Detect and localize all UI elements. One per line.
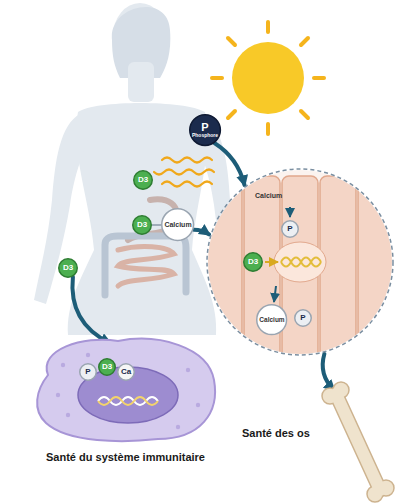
- cytoplasm-dot: [196, 403, 200, 407]
- calcium-circle: Calcium: [256, 304, 287, 335]
- phosphorus-circle: P: [281, 220, 299, 238]
- dna-strand: [281, 258, 321, 267]
- large-intestine: [105, 236, 186, 295]
- node-label: D3: [248, 258, 258, 266]
- nucleus: [274, 242, 326, 282]
- node-label: Santé des os: [242, 428, 310, 440]
- node-label: D3: [138, 176, 148, 184]
- bone: Santé des os: [240, 378, 395, 500]
- phosphorus-circle-shape: [295, 310, 312, 327]
- small-intestine: [118, 247, 174, 286]
- calcium-circle-shape: [162, 209, 194, 241]
- neck: [128, 62, 154, 102]
- sun: [212, 22, 324, 134]
- calcium-entry-arrow: [289, 207, 291, 217]
- vitamin-arrow: [265, 261, 278, 263]
- calcium-exit-arrow: [274, 286, 276, 302]
- bone-symbol: [322, 382, 394, 502]
- ray: [314, 76, 324, 80]
- dna-strand: [98, 397, 158, 405]
- calcium-circle: Calcium: [161, 208, 194, 241]
- phosphorus-circle: P: [294, 309, 312, 327]
- epithelial-cell: [358, 176, 394, 366]
- epithelial-cell: [206, 176, 242, 366]
- vitamin-d-circle-shape: [134, 171, 153, 190]
- ray: [301, 111, 308, 118]
- connector-arrow: [152, 224, 161, 226]
- immune-cell-body: [37, 339, 215, 441]
- cell-section-outline: [207, 169, 393, 355]
- sunlight-waves: [154, 158, 214, 187]
- vitamin-d-circle: D3: [132, 215, 152, 235]
- bone-shaft: [336, 394, 380, 490]
- ray: [301, 38, 308, 45]
- cytoplasm-dot: [56, 393, 60, 397]
- phosphorus-circle-shape: [282, 221, 299, 238]
- calcium-circle-shape: [257, 305, 287, 335]
- ray: [266, 22, 270, 32]
- vitamin-d-circle: D3: [243, 252, 263, 272]
- immune-cell-outline: [28, 335, 223, 470]
- vitamin-d-circle-shape: [99, 359, 116, 376]
- cytoplasm-dot: [66, 413, 70, 417]
- vitamin-d-circle-shape: [59, 259, 78, 278]
- vitamin-d-circle: D3: [133, 170, 153, 190]
- vitamin-d-circle-shape: [244, 253, 263, 272]
- node-label: P: [287, 225, 292, 233]
- connector-arrow: [72, 277, 110, 343]
- sun-rays: [212, 22, 324, 134]
- node-label: Calcium: [259, 317, 284, 324]
- phosphorus-circle: PPhosphore: [189, 114, 221, 146]
- sun-disc: [232, 42, 304, 114]
- node-label: D3: [63, 264, 73, 272]
- calcium-ion-circle-shape: [118, 364, 135, 381]
- cytoplasm-dot: [61, 363, 65, 367]
- cytoplasm-dot: [86, 353, 90, 357]
- dna-strand: [281, 258, 321, 267]
- cell-ground: [200, 165, 400, 365]
- node-label: Calcium: [255, 192, 282, 199]
- cytoplasm-dot: [186, 368, 190, 372]
- epithelial-cell: [320, 176, 356, 366]
- connector-arrow: [194, 230, 209, 235]
- phosphorus-circle: P: [79, 363, 97, 381]
- node-label: Ca: [121, 368, 131, 376]
- node-label: P: [85, 368, 90, 376]
- phosphorus-circle-shape: [190, 115, 221, 146]
- wave: [162, 182, 212, 187]
- vitamin-d-circle: D3: [58, 258, 78, 278]
- node-label: P: [300, 314, 305, 322]
- node-label: Calcium: [164, 221, 191, 228]
- node-label: Santé du système immunitaire: [46, 452, 205, 464]
- node-label: P: [201, 122, 208, 134]
- ray: [228, 38, 235, 45]
- cell-section: CalciumPD3CalciumP: [205, 167, 395, 357]
- vitamin-d-circle-shape: [133, 216, 152, 235]
- cytoplasm-dot: [176, 425, 180, 429]
- dna-strand: [98, 397, 158, 405]
- dna-helix: [281, 258, 321, 267]
- connector-arrow: [323, 354, 334, 390]
- wave: [162, 158, 212, 163]
- left-arm: [34, 114, 90, 304]
- ray: [212, 76, 222, 80]
- node-label: D3: [137, 221, 147, 229]
- ray: [228, 111, 235, 118]
- node-sublabel: Phosphore: [192, 133, 218, 138]
- cell-section-outline: [205, 167, 395, 357]
- immune-cell: Santé du système immunitaire P D3Ca: [28, 335, 223, 470]
- bone-shaft-outline: [336, 394, 380, 490]
- node-label: D3: [102, 363, 112, 371]
- ray: [266, 124, 270, 134]
- connector-arrow: [214, 143, 244, 185]
- epithelial-cell: [244, 176, 280, 366]
- calcium-ion-circle: Ca: [117, 363, 135, 381]
- cell-section-interior: [200, 165, 400, 366]
- phosphorus-circle-shape: [80, 364, 97, 381]
- wave: [154, 170, 214, 175]
- vitamin-d-circle: D3: [98, 358, 116, 376]
